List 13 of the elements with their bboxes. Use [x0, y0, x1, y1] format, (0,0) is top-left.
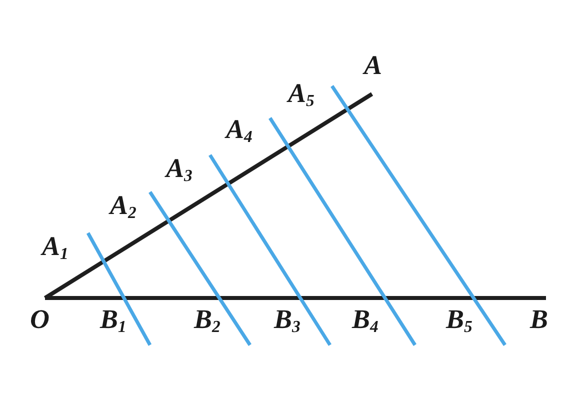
point-label: A$_{4}$	[226, 116, 252, 146]
point-label: A$_{1}$	[42, 233, 68, 263]
point-label: B$_{3}$	[274, 306, 300, 336]
point-label: B	[530, 306, 548, 333]
point-label: A	[364, 52, 382, 79]
point-label: B$_{1}$	[100, 306, 126, 336]
point-label: B$_{4}$	[352, 306, 378, 336]
point-label: A$_{5}$	[288, 80, 314, 110]
point-label: O	[30, 306, 50, 333]
point-label: B$_{5}$	[446, 306, 472, 336]
point-label: A$_{2}$	[110, 192, 136, 222]
point-label: A$_{3}$	[166, 155, 192, 185]
point-label: B$_{2}$	[194, 306, 220, 336]
